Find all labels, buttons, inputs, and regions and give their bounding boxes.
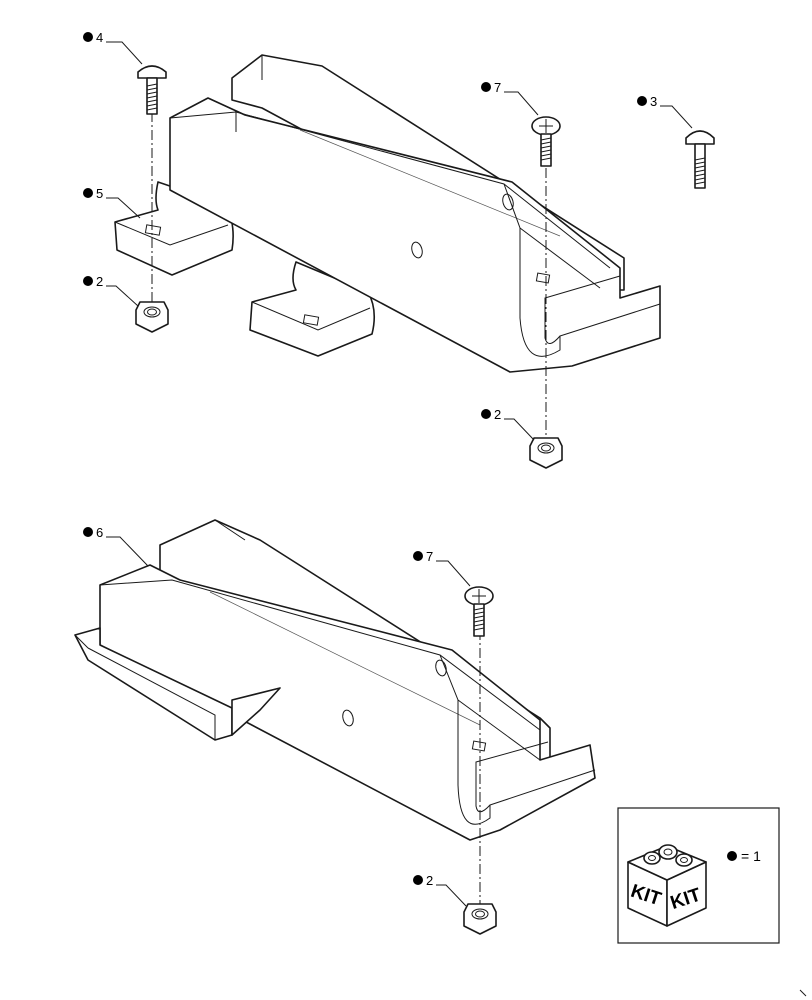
- callout-label: 3: [650, 94, 657, 109]
- callout-6: 6: [83, 525, 149, 567]
- lower-assembly: [74, 519, 596, 935]
- callout-4: 4: [83, 30, 143, 65]
- callout-2-lower: 2: [413, 873, 467, 907]
- callout-label: 2: [494, 407, 501, 422]
- callout-label: 2: [426, 873, 433, 888]
- callout-2-upper-left: 2: [83, 274, 139, 307]
- kit-legend: KIT KIT = 1: [617, 807, 780, 944]
- callout-label: 6: [96, 525, 103, 540]
- callout-7-lower: 7: [413, 549, 471, 587]
- callout-label: 2: [96, 274, 103, 289]
- kit-box-icon: KIT KIT: [627, 844, 707, 927]
- callout-5: 5: [83, 186, 141, 219]
- callout-label: 7: [494, 80, 501, 95]
- callout-3: 3: [637, 94, 693, 129]
- carriage-bolt-3: [685, 130, 715, 189]
- carriage-bolt-4: [137, 65, 167, 115]
- callout-2-upper-right: 2: [481, 407, 535, 441]
- flat-head-bolt-7-lower: [464, 586, 494, 637]
- callout-label: 7: [426, 549, 433, 564]
- flange-nut-2-upper-right: [529, 437, 563, 469]
- kit-equals-label: = 1: [741, 848, 761, 864]
- callout-label: 4: [96, 30, 103, 45]
- flat-head-bolt-7-upper: [531, 116, 561, 167]
- flange-nut-2-upper-left: [135, 301, 169, 333]
- upper-assembly: [114, 54, 715, 469]
- callout-label: 5: [96, 186, 103, 201]
- flange-nut-2-lower: [463, 903, 497, 935]
- corner-mark: [799, 989, 807, 997]
- callout-7-upper: 7: [481, 80, 539, 116]
